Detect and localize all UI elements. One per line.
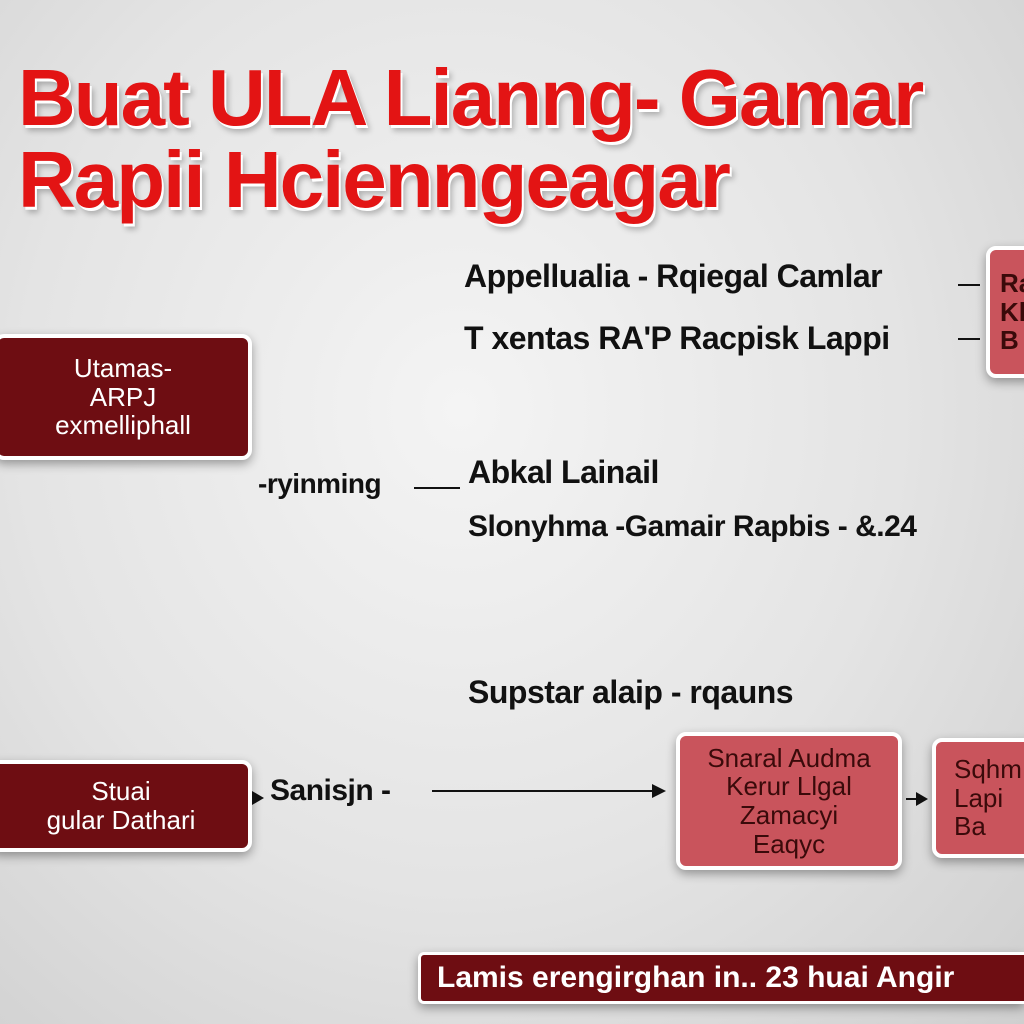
bottom-connector-line — [432, 790, 656, 792]
left-top-box: Utamas- ARPJ exmelliphall — [0, 334, 252, 460]
between-boxes-line — [906, 798, 918, 800]
right-top-box-line-2: Kl — [1000, 296, 1024, 327]
left-top-box-line-2: ARPJ — [89, 381, 157, 412]
top-label-1: Appellualia - Rqiegal Camlar — [464, 258, 883, 294]
middle-bottom-box-line-4: Eaqyc — [752, 828, 826, 859]
right-top-box: Ra Kl B — [986, 246, 1024, 378]
right-top-box-line-3: B — [1000, 325, 1019, 356]
right-bottom-box-line-3: Ba — [954, 811, 986, 842]
footer-banner: Lamis erengirghan in.. 23 huai Angir — [418, 952, 1024, 1004]
left-bottom-box: Stuai gular Dathari — [0, 760, 252, 852]
right-bottom-box-line-1: Sqhm — [954, 754, 1022, 785]
diagram-title-line-1: Buat ULA Lianng- Gamar — [18, 53, 924, 142]
middle-bottom-box-line-2: Kerur Llgal — [726, 771, 852, 802]
footer-text: Lamis erengirghan in.. 23 huai Angir — [437, 961, 955, 994]
bottom-connector-arrow-head — [652, 784, 666, 798]
between-boxes-arrow-head — [916, 792, 928, 806]
mid-connector-line — [414, 487, 460, 489]
sub-label: Supstar alaip - rqauns — [468, 674, 794, 710]
middle-bottom-box-line-1: Snaral Audma — [707, 742, 871, 773]
left-bottom-box-line-2: gular Dathari — [46, 805, 196, 835]
left-top-box-line-3: exmelliphall — [55, 410, 191, 441]
right-top-box-line-1: Ra — [1000, 268, 1024, 299]
right-bottom-box: Sqhm Lapi Ba — [932, 738, 1024, 858]
top-label-2: T xentas RA'P Racpisk Lappi — [464, 320, 890, 356]
right-bottom-box-line-2: Lapi — [954, 782, 1004, 813]
bottom-connector-label: Sanisjn - — [270, 774, 391, 807]
diagram-title-line-2: Rapii Hcienngeagar — [18, 135, 731, 224]
top-label-1-dash — [958, 284, 980, 286]
middle-bottom-box-line-3: Zamacyi — [739, 800, 839, 830]
left-bottom-arrow-head — [252, 791, 264, 805]
left-top-box-line-1: Utamas- — [73, 353, 173, 384]
mid-label-1: Abkal Lainail — [468, 454, 659, 490]
middle-bottom-box: Snaral Audma Kerur Llgal Zamacyi Eaqyc — [676, 732, 902, 870]
mid-label-2: Slonyhma -Gamair Rapbis - &.24 — [468, 510, 917, 543]
mid-connector-label: -ryinming — [258, 468, 382, 499]
left-bottom-box-line-1: Stuai — [91, 776, 151, 807]
top-label-2-dash — [958, 338, 980, 340]
